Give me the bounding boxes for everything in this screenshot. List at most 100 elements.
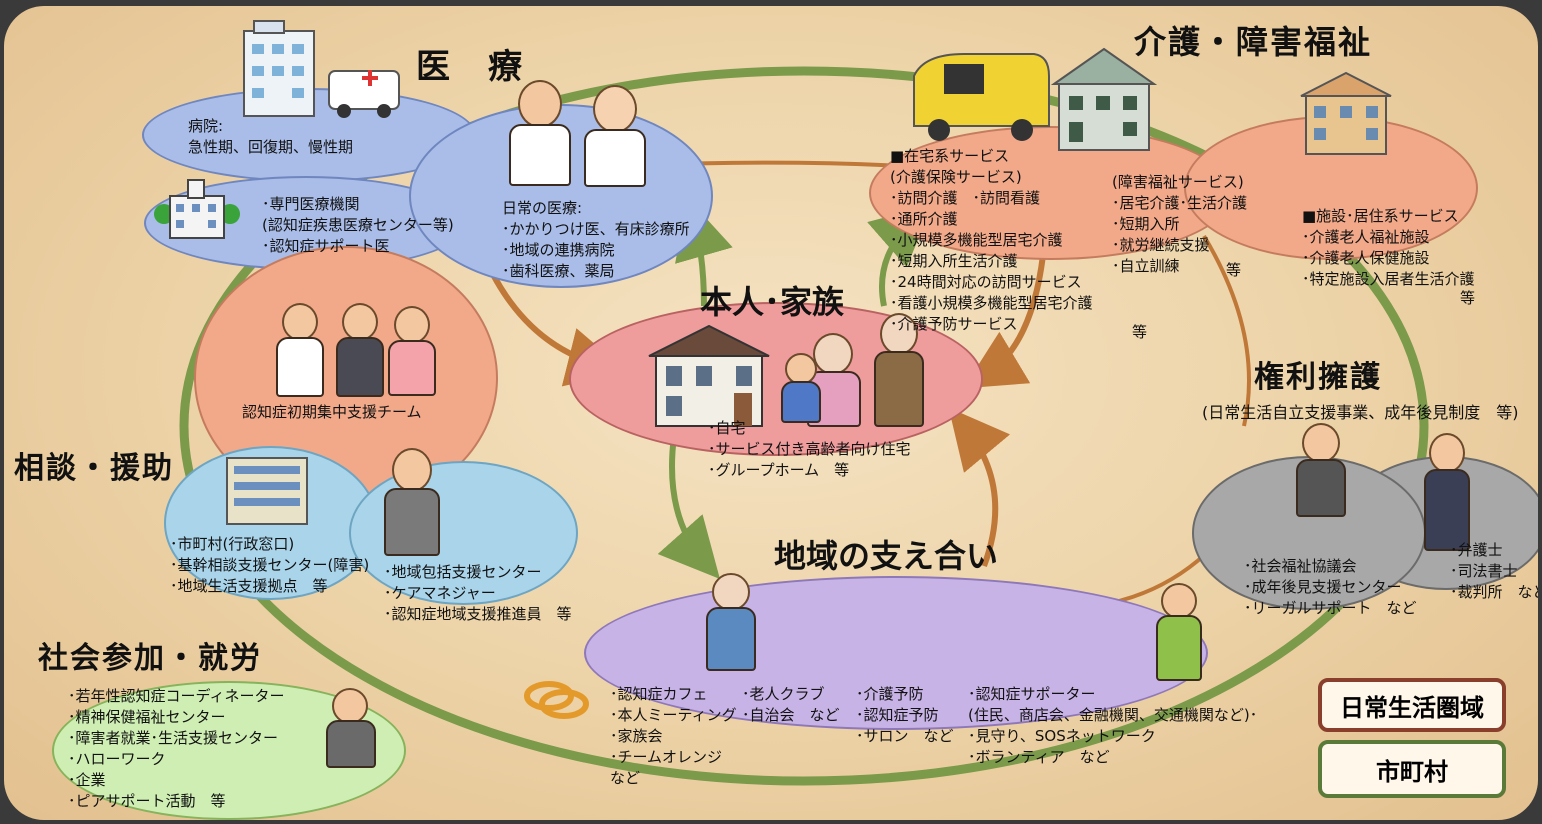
specialist-text: ･専門医療機関 (認知症疾患医療センター等) ･認知症サポート医	[262, 194, 454, 257]
text-line: 急性期、回復期、慢性期	[188, 138, 354, 156]
text-line: ･介護予防サービス	[890, 315, 1018, 333]
text-line: ･自治会 など	[742, 706, 840, 724]
text-line: 日常の医療:	[502, 199, 583, 217]
text-line: ･サービス付き高齢者向け住宅	[708, 440, 911, 458]
medical-heading: 医 療	[416, 47, 524, 87]
diagram-background: 医 療 介護・障害福祉 権利擁護 (日常生活自立支援事業、成年後見制度 等) 相…	[4, 6, 1538, 820]
doctor-illustration	[504, 76, 574, 186]
care-building-illustration	[1050, 47, 1158, 151]
daily-medical-text: 日常の医療:･かかりつけ医、有床診療所･地域の連携病院･歯科医療、薬局	[502, 198, 690, 282]
text-line: ･家族会	[610, 727, 663, 745]
text-line: ･精神保健福祉センター	[68, 708, 226, 726]
rings-illustration	[524, 681, 589, 719]
arrow-home-community	[657, 435, 720, 579]
residence-text: ･自宅･サービス付き高齢者向け住宅･グループホーム 等	[708, 418, 911, 481]
text-line: ･ピアサポート活動 等	[68, 792, 226, 810]
social-heading: 社会参加・就労	[38, 641, 262, 676]
council-text: ･社会福祉協議会 ･成年後見支援センター ･リーガルサポート など	[1244, 556, 1417, 619]
text-line: など	[610, 769, 641, 787]
text-line: ･24時間対応の訪問サービス	[890, 273, 1082, 291]
office-building-illustration	[226, 457, 308, 525]
text-line: ･老人クラブ	[742, 685, 825, 703]
social-counselor-illustration	[324, 686, 376, 768]
house-illustration	[648, 324, 770, 427]
text-line: ･ケアマネジャー	[384, 584, 496, 602]
text-line: 病院:	[188, 117, 224, 135]
team-doctor-illustration	[274, 301, 324, 397]
home-care-text: ■在宅系サービス(介護保険サービス)･訪問介護 ･訪問看護･通所介護･小規模多機…	[890, 146, 1093, 335]
facility-building-illustration	[1300, 71, 1392, 155]
home-heading: 本人･家族	[700, 283, 845, 321]
text-line: (住民、商店会、金融機関、交通機関など)･	[968, 706, 1258, 724]
municipal-text: ･市町村(行政窓口)･基幹相談支援センター(障害)･地域生活支援拠点 等	[170, 534, 369, 597]
initial-team-text: 認知症初期集中支援チーム	[242, 402, 422, 423]
home-care-blob	[869, 126, 1233, 260]
care-heading: 介護・障害福祉	[1134, 23, 1373, 61]
rights-subheading: (日常生活自立支援事業、成年後見制度 等)	[1202, 403, 1519, 422]
text-line: ･小規模多機能型居宅介護	[890, 231, 1063, 249]
text-line: ･認知症予防	[856, 706, 939, 724]
text-line: ･専門医療機関	[262, 195, 360, 213]
care-van-illustration	[913, 53, 1050, 141]
link-care-rights	[1202, 234, 1251, 427]
text-line: ･歯科医療、薬局	[502, 262, 615, 280]
disability-text: (障害福祉サービス)･居宅介護･生活介護･短期入所･就労継続支援･自立訓練	[1112, 172, 1247, 277]
text-line: ･サロン など	[856, 727, 954, 745]
nurse-illustration	[579, 81, 649, 187]
arrow-care-home	[963, 245, 1047, 389]
comprehensive-text: ･地域包括支援センター･ケアマネジャー･認知症地域支援推進員 等	[384, 562, 572, 625]
council-person-illustration	[1294, 421, 1346, 517]
text-line: ･本人ミーティング	[610, 706, 737, 724]
text-line: ･特定施設入居者生活介護	[1302, 270, 1475, 288]
text-line: (認知症疾患医療センター等)	[262, 216, 454, 234]
text-line: ･地域包括支援センター	[384, 563, 542, 581]
text-line: ･司法書士	[1450, 562, 1518, 580]
arrow-community-home	[948, 407, 1011, 568]
clinic-illustration	[154, 179, 240, 239]
text-line: ･認知症カフェ	[610, 685, 708, 703]
supporter-text: ･認知症サポーター(住民、商店会、金融機関、交通機関など)･･見守り、SOSネッ…	[968, 684, 1257, 768]
text-line: ･リーガルサポート など	[1244, 599, 1417, 617]
lawyer-illustration	[1422, 431, 1470, 551]
legend-municipality: 市町村	[1318, 740, 1506, 798]
text-line: ･ボランティア など	[968, 748, 1110, 766]
text-line: ･市町村(行政窓口)	[170, 535, 295, 553]
text-line: ■在宅系サービス	[890, 147, 1010, 165]
text-line: ･看護小規模多機能型居宅介護	[890, 294, 1093, 312]
text-line: ･認知症サポート医	[262, 237, 390, 255]
text-line: ･社会福祉協議会	[1244, 557, 1357, 575]
legend-daily-area: 日常生活圏域	[1318, 678, 1506, 732]
legal-text: ･弁護士･司法書士･裁判所 など	[1450, 540, 1538, 603]
text-line: ･チームオレンジ	[610, 748, 723, 766]
home-care-etc: 等	[1132, 323, 1148, 341]
text-line: ･基幹相談支援センター(障害)	[170, 556, 370, 574]
social-text: ･若年性認知症コーディネーター･精神保健福祉センター･障害者就業･生活支援センタ…	[68, 686, 284, 812]
text-line: ･障害者就業･生活支援センター	[68, 729, 279, 747]
text-line: ･弁護士	[1450, 541, 1503, 559]
text-line: (介護保険サービス)	[890, 168, 1022, 186]
volunteer-illustration	[1154, 581, 1202, 681]
text-line: ･介護老人保健施設	[1302, 249, 1430, 267]
child-illustration	[779, 351, 821, 423]
hospital-text: 病院: 急性期、回復期、慢性期	[188, 116, 353, 158]
text-line: ･介護予防	[856, 685, 924, 703]
text-line: ■施設･居住系サービス	[1302, 207, 1459, 225]
grandfather-illustration	[872, 311, 924, 427]
text-line: 認知症初期集中支援チーム	[242, 403, 422, 421]
text-line: ･介護老人福祉施設	[1302, 228, 1430, 246]
team-staff-illustration	[334, 301, 384, 397]
text-line: ･居宅介護･生活介護	[1112, 194, 1248, 212]
text-line: ･ハローワーク	[68, 750, 166, 768]
text-line: ･通所介護	[890, 210, 958, 228]
text-line: ･就労継続支援	[1112, 236, 1210, 254]
rights-heading: 権利擁護	[1254, 360, 1382, 395]
text-line: ･見守り、SOSネットワーク	[968, 727, 1156, 745]
prevention-text: ･介護予防 ･認知症予防 ･サロン など	[856, 684, 954, 747]
team-nurse-illustration	[386, 304, 436, 396]
care-manager-illustration	[382, 446, 440, 556]
club-text: ･老人クラブ ･自治会 など	[742, 684, 840, 726]
consult-heading: 相談・援助	[14, 451, 174, 486]
facility-etc: 等	[1460, 289, 1476, 307]
text-line: ･成年後見支援センター	[1244, 578, 1402, 596]
outer-ring	[179, 66, 1429, 786]
